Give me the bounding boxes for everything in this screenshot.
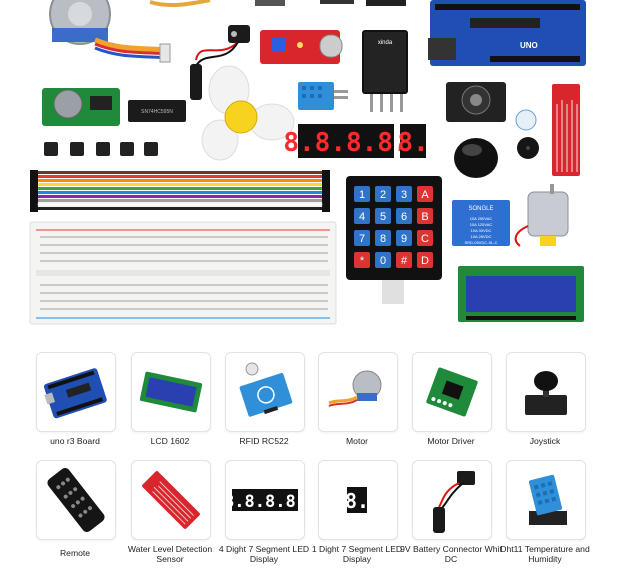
shift-register-chip-image: SN74HC595N (128, 100, 186, 122)
battery-connector-icon (433, 471, 475, 533)
keypad-key: B (421, 211, 428, 223)
keypad-key: 3 (401, 189, 407, 201)
product-card-joystick[interactable] (506, 352, 586, 432)
keypad-key: 0 (380, 255, 386, 267)
board-label: UNO (520, 41, 538, 50)
buzzer-image (517, 137, 539, 159)
relay-line: 10A 30VDC (471, 228, 492, 233)
product-label: 4 Dight 7 Segment LED Display (218, 544, 310, 564)
kit-hero-image: xinda UNO SN74HC595N (29, 0, 586, 325)
product-card-lcd-1602[interactable] (131, 352, 211, 432)
keypad-key: 7 (359, 233, 365, 245)
rtc-module-image (42, 88, 120, 126)
keypad-key: C (421, 233, 429, 245)
one-digit-value: 8. (345, 489, 369, 513)
product-card-remote[interactable] (36, 460, 116, 540)
keypad-key: 4 (359, 211, 365, 223)
stepper-motor-icon (328, 370, 382, 407)
ir-remote-icon (47, 468, 105, 532)
product-label: Dht11 Temperature and Humidity (500, 544, 590, 564)
rgb-module-label: xinda (378, 40, 393, 46)
water-sensor-image (552, 84, 580, 176)
hero-1-digit-value: 8. (397, 128, 428, 158)
water-sensor-icon (142, 471, 200, 529)
keypad-key: 5 (380, 211, 386, 223)
dc-motor-image (514, 184, 569, 247)
motor-driver-icon (426, 367, 478, 417)
one-digit-display-icon: 8. (345, 487, 369, 513)
relay-line: 10A 125VAC (470, 222, 493, 227)
product-label: RFID RC522 (239, 436, 289, 446)
relay-brand: SONGLE (468, 206, 493, 212)
product-label: 9V Battery Connector Whit DC (400, 544, 502, 564)
product-card-dht11[interactable] (506, 460, 586, 540)
jumper-wires-image (30, 170, 330, 212)
uno-board-icon (43, 368, 107, 419)
relay-model: SRD-05VDC-SL-C (464, 240, 497, 245)
fan-propeller-image (201, 65, 295, 161)
product-card-rfid[interactable] (225, 352, 305, 432)
keypad-key: 1 (359, 189, 365, 201)
keypad-key: 9 (401, 233, 407, 245)
rgb-led-module-image: xinda (362, 30, 408, 112)
joystick-module-image (446, 82, 506, 178)
push-buttons-image (44, 142, 158, 156)
breadboard-image (29, 221, 337, 325)
relay-line: 10A 28VDC (471, 234, 492, 239)
keypad-key: 8 (380, 233, 386, 245)
keypad-key: # (401, 255, 408, 267)
keypad-key: D (421, 255, 429, 267)
keypad-key: * (360, 255, 365, 267)
product-label: LCD 1602 (150, 436, 190, 446)
uno-board-image: UNO (428, 0, 586, 66)
relay-module-image: SONGLE 10A 250VAC 10A 125VAC 10A 30VDC 1… (452, 200, 510, 246)
product-card-motor-driver[interactable] (412, 352, 492, 432)
stepper-motor-image (49, 0, 171, 63)
sound-sensor-image (260, 30, 343, 64)
product-label: Motor (346, 436, 368, 446)
product-label: 1 Dight 7 Segment LED Display (311, 544, 403, 564)
seven-segment-1-image: 8. (397, 124, 429, 158)
keypad-key: 6 (401, 211, 407, 223)
ic-chip-label: SN74HC595N (141, 109, 173, 115)
hero-4-digit-value: 8.8.8.8. (283, 128, 408, 158)
keypad-key: 2 (380, 189, 386, 201)
product-label: Joystick (529, 436, 561, 446)
seven-segment-4-image: 8.8.8.8. (283, 124, 409, 158)
product-card-motor[interactable] (318, 352, 398, 432)
four-digit-display-icon: 8.8.8.8. (226, 489, 304, 512)
dht11-sensor-image (298, 82, 348, 110)
product-label: uno r3 Board (50, 436, 100, 446)
four-digit-value: 8.8.8.8. (226, 492, 304, 512)
dht11-icon (528, 474, 567, 525)
keypad-image: 1 2 3 A 4 5 6 B 7 8 9 C * 0 # D (346, 176, 442, 304)
rfid-icon (239, 362, 293, 417)
ir-receiver-image (515, 109, 537, 131)
keypad-key: A (421, 189, 429, 201)
product-label: Water Level Detection Sensor (127, 544, 213, 564)
product-label: Remote (59, 548, 91, 558)
product-card-uno-board[interactable] (36, 352, 116, 432)
joystick-icon (525, 371, 567, 415)
lcd-display-image (458, 266, 584, 322)
battery-connector-image (190, 25, 250, 100)
product-card-battery-connector[interactable] (412, 460, 492, 540)
product-label: Motor Driver (427, 436, 475, 446)
product-card-1-digit-display[interactable]: 8. (318, 460, 398, 540)
product-card-water-level[interactable] (131, 460, 211, 540)
product-card-4-digit-display[interactable]: 8.8.8.8. (225, 460, 305, 540)
relay-line: 10A 250VAC (470, 216, 493, 221)
lcd-icon (139, 371, 203, 413)
